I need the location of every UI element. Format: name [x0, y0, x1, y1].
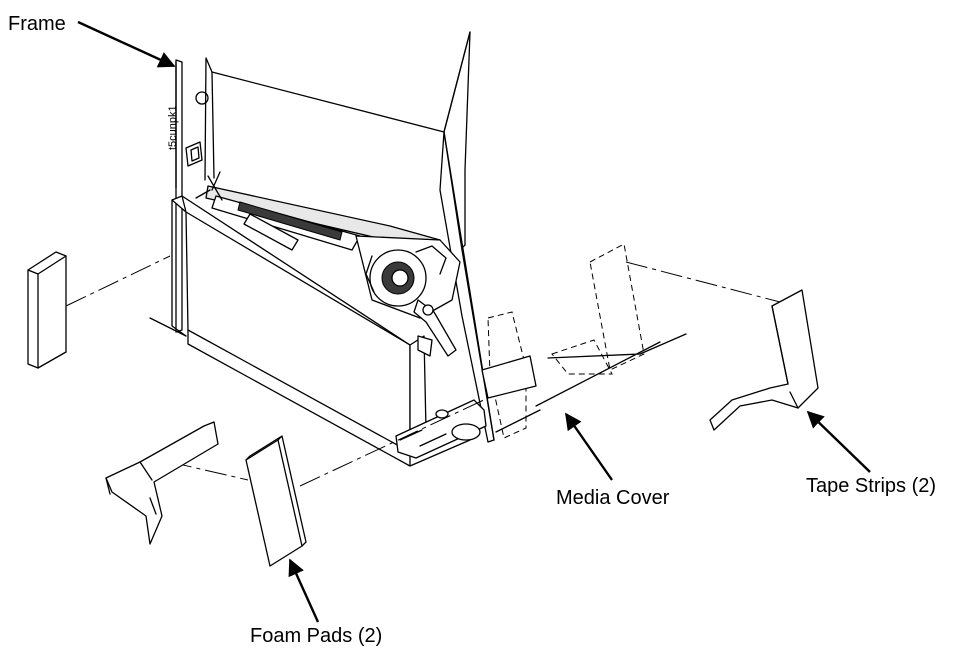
arrow-foam-pads — [288, 558, 320, 623]
guide-foam-bottom — [299, 397, 489, 487]
lever-knob — [422, 304, 434, 316]
guide-foam-left — [65, 255, 171, 307]
frame-latch — [185, 141, 203, 167]
print-mechanism — [195, 171, 461, 357]
media-cover-edge — [495, 333, 687, 433]
figure-code: t5cunpk1 — [167, 105, 179, 150]
mechanism-gears — [365, 245, 447, 293]
label-frame: Frame — [8, 13, 66, 35]
front-box-top-lip — [171, 195, 411, 346]
foam-pad-front — [245, 435, 307, 567]
lever-hook — [417, 335, 433, 357]
base-screw — [435, 409, 449, 419]
printer-frame-plate — [175, 59, 183, 333]
tape-strip-left — [105, 421, 219, 545]
mechanism-arm — [243, 213, 299, 251]
guide-tape-right — [625, 261, 781, 303]
mechanism-bar — [237, 201, 343, 241]
tape-strip-right — [709, 289, 819, 431]
base-plate — [395, 399, 487, 459]
foam-pad-left — [27, 251, 67, 369]
tape-strip-ghost — [551, 243, 645, 375]
arrow-media-cover — [565, 412, 613, 481]
frame-edge — [149, 61, 187, 337]
label-media-cover: Media Cover — [556, 487, 670, 509]
platen-roller-core — [391, 269, 409, 287]
front-box-bottom — [187, 329, 471, 467]
callout-arrows — [77, 20, 871, 623]
top-cover-inner-edge — [204, 57, 215, 181]
arrow-frame — [77, 20, 176, 68]
base-slot — [399, 429, 447, 447]
base-foot — [451, 423, 481, 441]
label-foam-pads: Foam Pads (2) — [250, 625, 382, 647]
label-tape-strips: Tape Strips (2) — [806, 475, 936, 497]
mechanism-rods — [195, 171, 223, 201]
printer-assembly — [149, 31, 495, 467]
arrow-tape-strips — [806, 410, 871, 473]
housing-right-wall — [439, 131, 495, 443]
tape-on-cover-band — [481, 355, 537, 399]
